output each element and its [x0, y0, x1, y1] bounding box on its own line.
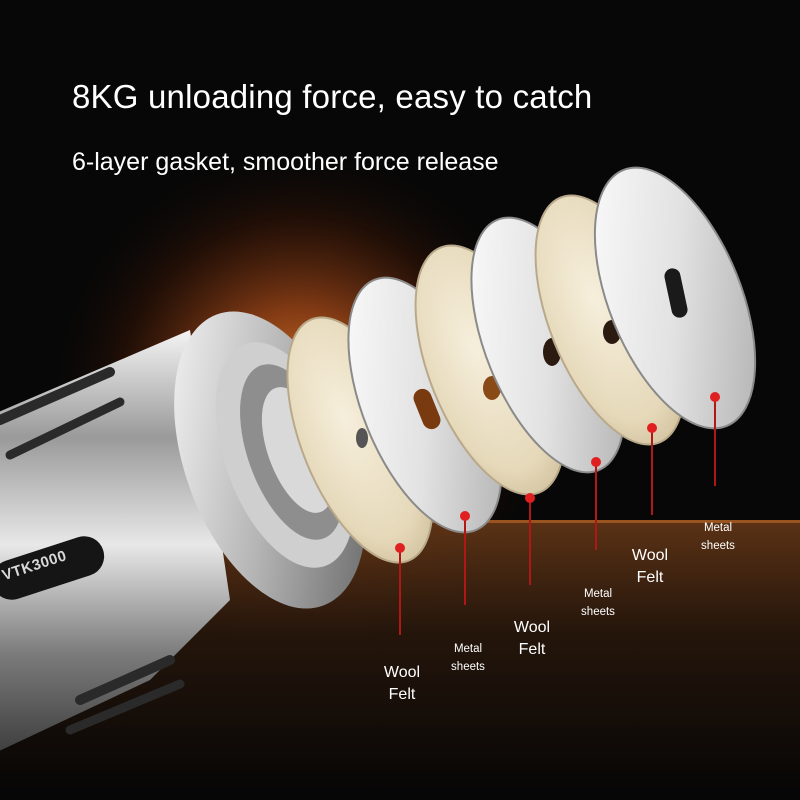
wool-felt-washer-1 — [286, 316, 434, 564]
headline: 8KG unloading force, easy to catch — [72, 78, 593, 115]
callout-wool-felt-1: Wool Felt — [383, 664, 421, 703]
callout-metal-sheets-3: Metal sheets — [701, 522, 735, 553]
subheadline: 6-layer gasket, smoother force release — [72, 148, 499, 176]
callout-wool-felt-2: Wool Felt — [513, 619, 551, 658]
callout-metal-sheets-1: Metal sheets — [451, 643, 485, 674]
callout-markers — [395, 392, 720, 635]
callout-metal-sheets-2: Metal sheets — [581, 588, 615, 619]
metal-sheet-washer-1 — [347, 276, 503, 534]
washer-stack — [286, 166, 757, 564]
callout-wool-felt-3: Wool Felt — [631, 547, 669, 586]
metal-sheet-washer-3 — [593, 166, 757, 430]
